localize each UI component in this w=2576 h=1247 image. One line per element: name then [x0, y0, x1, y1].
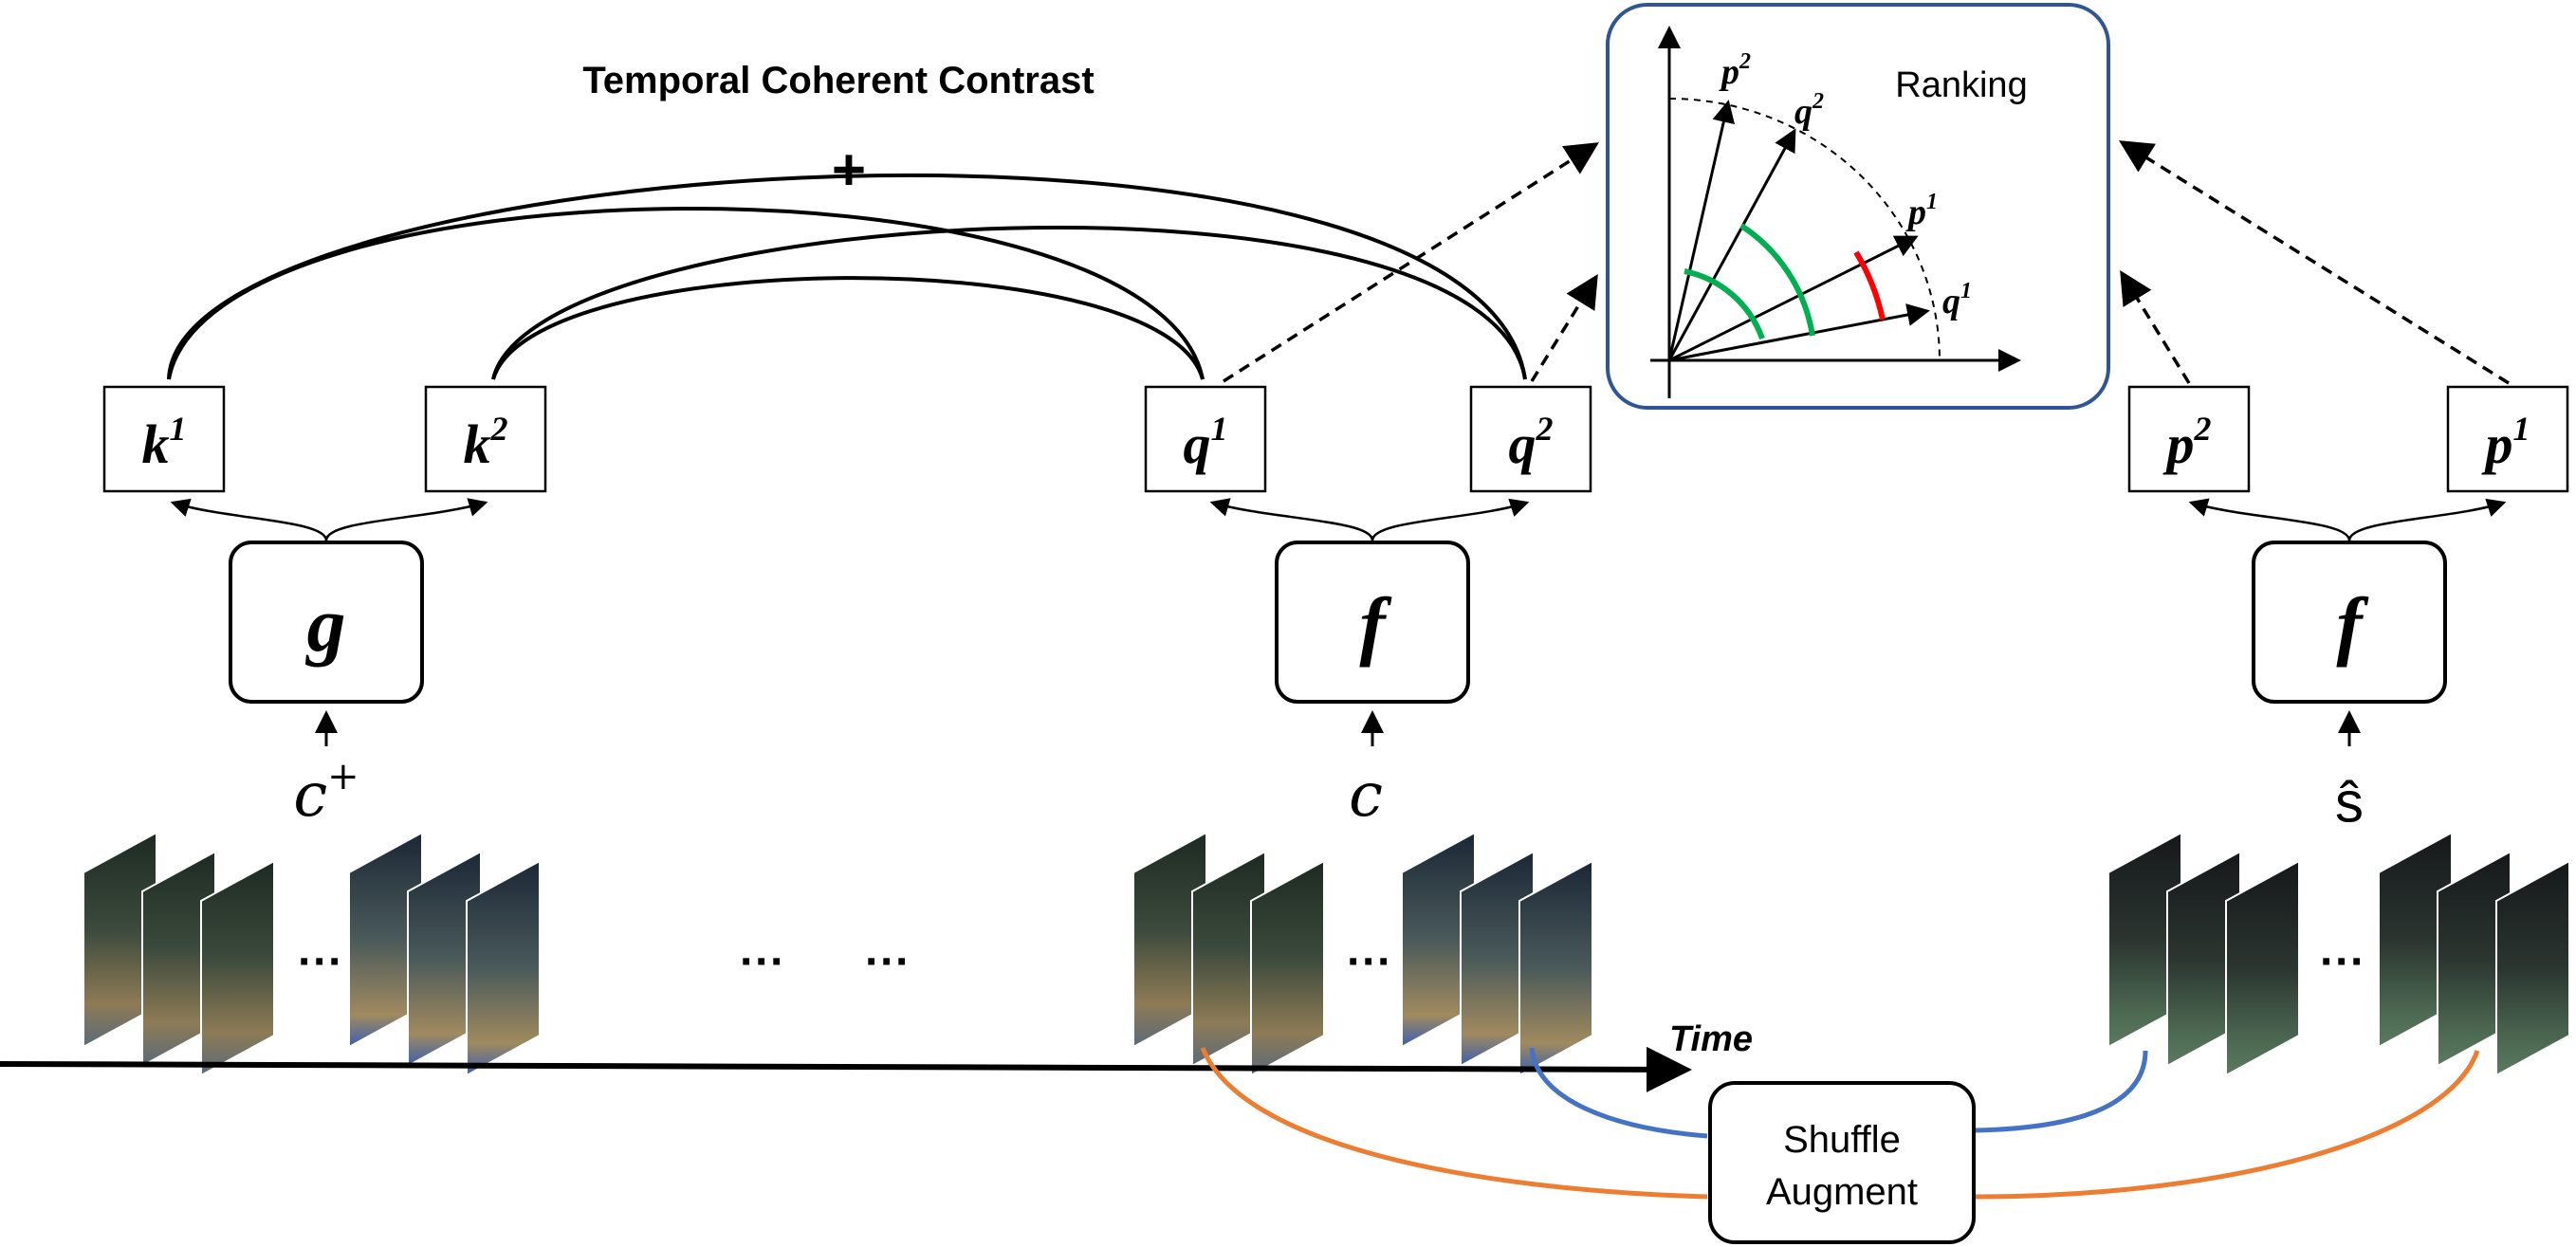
frame-stack-anchor-right — [1401, 831, 1593, 1077]
ellipsis-5: ··· — [2320, 937, 2365, 987]
vec-label-q1: q1 — [1942, 279, 1972, 321]
svg-text:k2: k2 — [464, 410, 508, 475]
ranking-panel: Ranking p2 q2 p1 q1 — [1606, 3, 2110, 410]
svg-text:p1: p1 — [2481, 410, 2530, 475]
encoder-g: g — [229, 541, 424, 704]
vec-p2-base: p — [1719, 52, 1739, 92]
p2-base: p — [2162, 413, 2195, 475]
svg-text:q1: q1 — [1184, 410, 1228, 475]
encoder-g-label: g — [305, 581, 346, 668]
q1-base: q — [1184, 413, 1211, 475]
time-axis — [0, 1046, 1692, 1092]
feature-box-q2: q2 — [1469, 385, 1592, 493]
plus-sign: + — [832, 138, 866, 203]
input-label-c: c — [1349, 761, 1383, 831]
frame-stack-shuffled-left — [2107, 831, 2300, 1077]
input-label-c-plus: c+ — [293, 755, 359, 831]
input-label-s-hat: ŝ — [2335, 770, 2364, 834]
ranking-label: Ranking — [1895, 65, 2027, 105]
vec-p2-sup: 2 — [1739, 49, 1751, 74]
dashed-ranking-arrows — [1223, 140, 2510, 385]
vec-q2-base: q — [1794, 92, 1812, 132]
frame-stack-positive-right — [348, 831, 541, 1077]
vec-q1-sup: 1 — [1960, 279, 1972, 303]
arc-k1-q1 — [167, 207, 1205, 380]
input-arrows — [315, 710, 2361, 746]
ellipsis-3: ··· — [865, 937, 911, 987]
svg-text:k1: k1 — [142, 410, 187, 475]
c-plus-sup: + — [327, 755, 359, 798]
shuffle-augment-box: Shuffle Augment — [1708, 1081, 1976, 1244]
feature-box-p2: p2 — [2127, 385, 2251, 493]
k2-sup: 2 — [490, 410, 508, 448]
vec-q1-base: q — [1942, 282, 1960, 321]
arc-k2-q2 — [491, 225, 1527, 380]
green-arc-inner — [1684, 268, 1765, 340]
vec-label-p1: p1 — [1905, 190, 1938, 232]
svg-text:p2: p2 — [2162, 410, 2212, 475]
ellipsis-4: ··· — [1347, 937, 1392, 987]
q2-sup: 2 — [1536, 410, 1554, 448]
q2-base: q — [1509, 413, 1536, 475]
p1-base: p — [2481, 413, 2513, 475]
contrast-arcs — [167, 173, 1527, 380]
augment-label: Augment — [1766, 1171, 1918, 1213]
encoder-f-shuffled: f — [2252, 541, 2447, 704]
p1-sup: 1 — [2513, 410, 2530, 448]
time-label: Time — [1669, 1019, 1753, 1059]
vec-p1-sup: 1 — [1926, 190, 1938, 214]
frame-stack-anchor-left — [1132, 831, 1325, 1077]
vec-q2-sup: 2 — [1812, 89, 1824, 114]
c-plus-base: c — [293, 761, 327, 831]
feature-box-q1: q1 — [1144, 385, 1267, 493]
ellipsis-2: ··· — [740, 937, 785, 987]
vec-label-q2: q2 — [1794, 89, 1824, 132]
vec-label-p2: p2 — [1719, 49, 1751, 92]
feature-box-k1: k1 — [102, 385, 226, 493]
svg-text:q2: q2 — [1509, 410, 1554, 475]
title: Temporal Coherent Contrast — [582, 60, 1094, 101]
ellipsis-1: ··· — [298, 937, 343, 987]
k2-base: k — [464, 413, 491, 475]
k1-sup: 1 — [170, 410, 187, 448]
feature-box-k2: k2 — [424, 385, 547, 493]
arc-k2-q1 — [491, 276, 1205, 380]
p2-sup: 2 — [2194, 410, 2212, 448]
frame-stack-shuffled-right — [2378, 831, 2570, 1077]
augment-links — [1200, 1047, 2480, 1200]
feature-box-p1: p1 — [2446, 385, 2569, 493]
frame-stack-positive-left — [83, 831, 275, 1077]
vec-p1-base: p — [1905, 193, 1926, 232]
k1-base: k — [142, 413, 170, 475]
green-arc-outer — [1739, 223, 1815, 337]
encoder-f-query: f — [1275, 541, 1470, 704]
encoder-fork-arrows — [170, 498, 2507, 541]
shuffle-label: Shuffle — [1783, 1119, 1901, 1161]
red-arc — [1853, 250, 1886, 321]
q1-sup: 1 — [1211, 410, 1228, 448]
